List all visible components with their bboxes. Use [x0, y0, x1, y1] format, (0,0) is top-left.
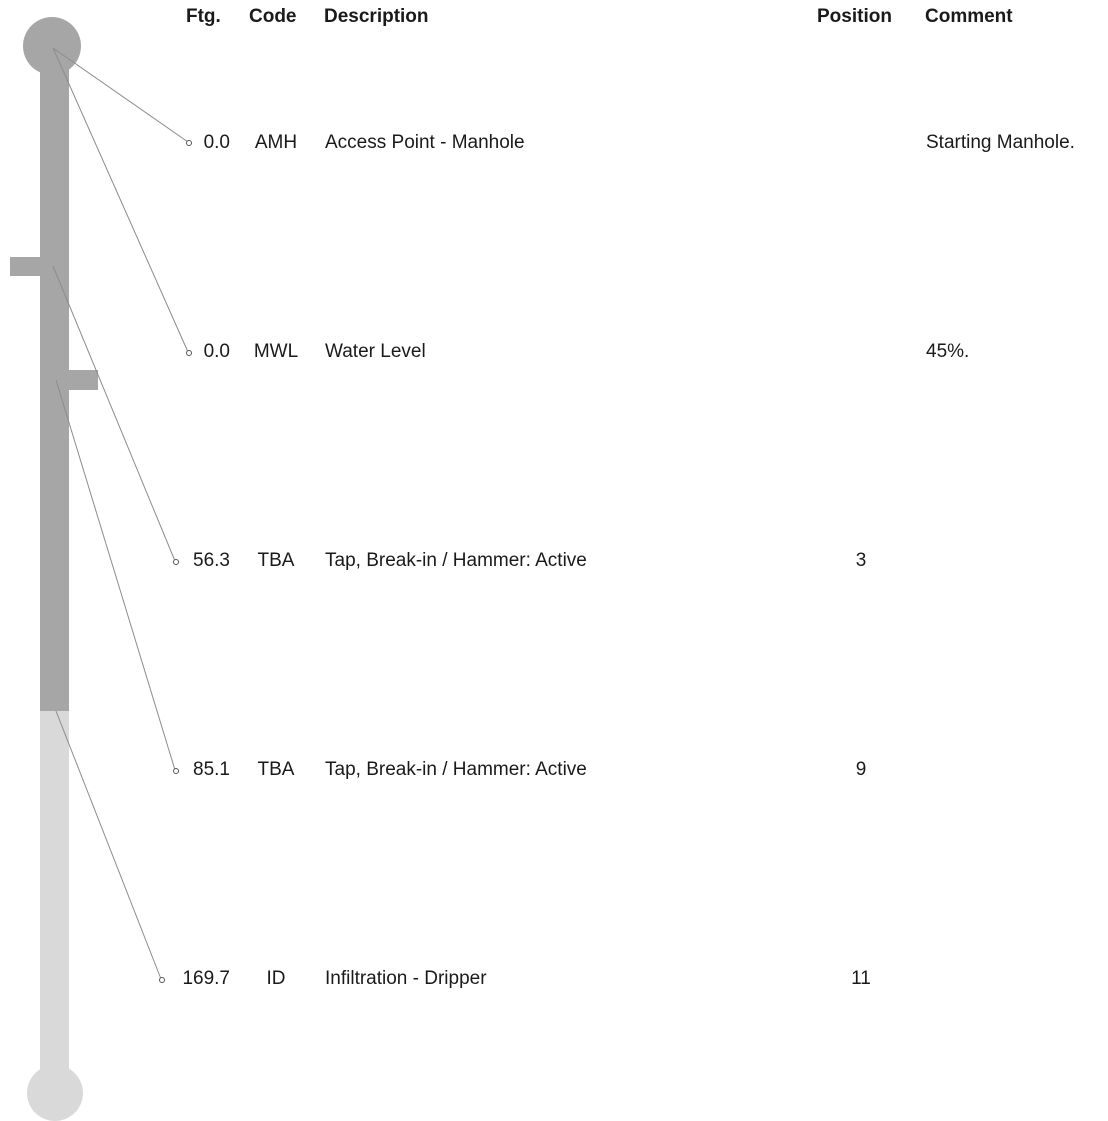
- header-code: Code: [249, 6, 297, 27]
- position-value: 11: [851, 968, 871, 989]
- position-value: 3: [855, 550, 867, 571]
- code-value: TBA: [257, 550, 295, 571]
- footage-value: 85.1: [193, 759, 230, 780]
- position-value: 9: [855, 759, 867, 780]
- header-ftg: Ftg.: [186, 6, 221, 27]
- description-value: Tap, Break-in / Hammer: Active: [325, 759, 587, 780]
- code-value: TBA: [257, 759, 295, 780]
- tap-marker-left: [10, 257, 40, 276]
- description-value: Tap, Break-in / Hammer: Active: [325, 550, 587, 571]
- header-description: Description: [324, 6, 429, 27]
- description-value: Infiltration - Dripper: [325, 968, 487, 989]
- leader-dot: [173, 768, 179, 774]
- description-value: Access Point - Manhole: [325, 132, 525, 153]
- leader-line: [52, 47, 189, 143]
- footage-value: 0.0: [203, 341, 230, 362]
- leader-dot: [186, 350, 192, 356]
- observation-row: 56.3 TBA Tap, Break-in / Hammer: Active …: [0, 550, 1108, 574]
- footage-value: 56.3: [193, 550, 230, 571]
- leader-dot: [186, 140, 192, 146]
- end-manhole: [27, 1065, 83, 1121]
- leader-dot: [159, 977, 165, 983]
- start-manhole: [23, 17, 81, 75]
- footage-value: 0.0: [203, 132, 230, 153]
- pipe-unsurveyed-segment: [40, 711, 69, 1091]
- leader-line: [52, 265, 176, 562]
- leader-line: [55, 379, 176, 771]
- observation-row: 0.0 AMH Access Point - Manhole Starting …: [0, 132, 1108, 156]
- comment-value: 45%.: [926, 341, 970, 362]
- header-comment: Comment: [925, 6, 1013, 27]
- code-value: MWL: [253, 341, 299, 362]
- observation-row: 85.1 TBA Tap, Break-in / Hammer: Active …: [0, 759, 1108, 783]
- comment-value: Starting Manhole.: [926, 132, 1075, 153]
- description-value: Water Level: [325, 341, 426, 362]
- tap-marker-right: [69, 370, 98, 390]
- leader-dot: [173, 559, 179, 565]
- code-value: AMH: [254, 132, 298, 153]
- leader-line: [52, 47, 189, 353]
- code-value: ID: [266, 968, 286, 989]
- leader-line: [55, 710, 162, 980]
- observation-row: 169.7 ID Infiltration - Dripper 11: [0, 968, 1108, 992]
- observation-row: 0.0 MWL Water Level 45%.: [0, 341, 1108, 365]
- pipe-surveyed-segment: [40, 48, 69, 711]
- header-position: Position: [817, 6, 892, 27]
- footage-value: 169.7: [182, 968, 230, 989]
